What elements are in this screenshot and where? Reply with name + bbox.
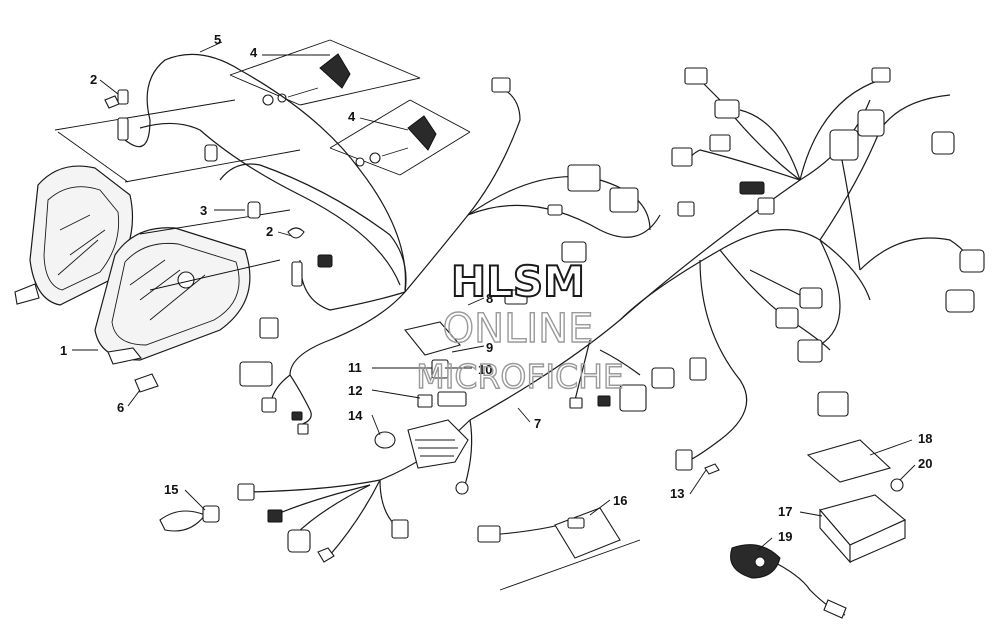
callout-2: 2 xyxy=(266,224,273,239)
callout-10: 10 xyxy=(478,362,492,377)
callout-8: 8 xyxy=(486,291,493,306)
bulb-parts xyxy=(104,53,437,239)
callout-3: 3 xyxy=(200,203,207,218)
callout-15: 15 xyxy=(164,482,178,497)
wire-harness xyxy=(124,53,971,616)
callout-7: 7 xyxy=(534,416,541,431)
callout-5: 5 xyxy=(214,32,221,47)
callout-4: 4 xyxy=(348,109,356,124)
callout-17: 17 xyxy=(778,504,792,519)
callout-19: 19 xyxy=(778,529,792,544)
callout-16: 16 xyxy=(613,493,627,508)
relay-block xyxy=(404,321,461,356)
watermark: HLSM ONLINE MICROFICHE xyxy=(416,256,625,397)
pad xyxy=(134,373,159,393)
callout-4: 4 xyxy=(250,45,258,60)
watermark-line-3: MICROFICHE xyxy=(416,357,624,396)
watermark-line-1: HLSM xyxy=(451,257,585,306)
callout-18: 18 xyxy=(918,431,932,446)
callout-9: 9 xyxy=(486,340,493,355)
fuse-block xyxy=(407,419,469,469)
watermark-line-2: ONLINE xyxy=(443,306,594,352)
callout-11: 11 xyxy=(348,360,362,375)
callout-13: 13 xyxy=(670,486,684,501)
callout-leaders xyxy=(72,41,916,551)
callout-labels: 1 2 2 3 4 4 5 6 7 8 9 10 11 12 13 14 15 … xyxy=(60,32,932,544)
callout-6: 6 xyxy=(117,400,124,415)
callout-20: 20 xyxy=(918,456,932,471)
callout-14: 14 xyxy=(348,408,363,423)
headlight-assembly xyxy=(14,39,471,393)
callout-1: 1 xyxy=(60,343,67,358)
headlight-right xyxy=(94,227,251,361)
callout-12: 12 xyxy=(348,383,362,398)
callout-2: 2 xyxy=(90,72,97,87)
module-cover xyxy=(806,439,892,483)
connectors xyxy=(159,67,985,619)
